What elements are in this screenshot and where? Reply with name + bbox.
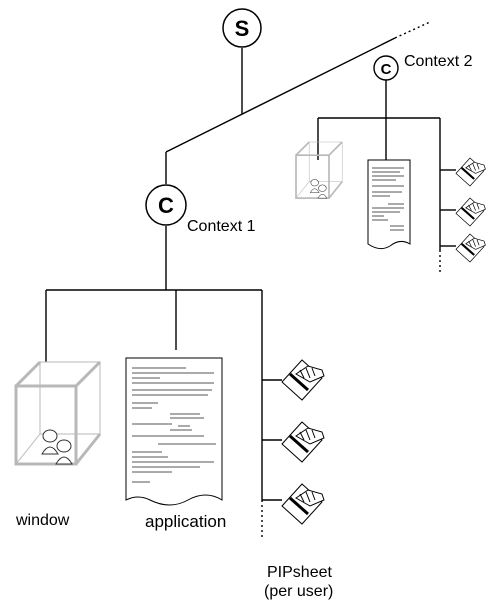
context2-node-letter: C xyxy=(381,61,392,78)
pipsheet-label-line2: (per user) xyxy=(264,583,333,600)
window-label: window xyxy=(15,512,70,529)
context1-document-text-lines xyxy=(132,367,216,483)
context2-pipsheet-icon-1 xyxy=(454,156,487,188)
tree-connectors xyxy=(45,21,456,540)
context1-node: C Context 1 xyxy=(145,184,256,235)
context2-pipsheet-icon-2 xyxy=(454,196,487,228)
context2-document-text-lines xyxy=(372,167,404,231)
server-node: S xyxy=(222,8,262,48)
context1-window-icon xyxy=(14,360,102,466)
application-label: application xyxy=(145,512,226,531)
context2-label: Context 2 xyxy=(404,53,473,70)
context1-label: Context 1 xyxy=(187,218,256,235)
pipsheet-label-line1: PIPsheet xyxy=(267,564,332,581)
context1-pipsheet-icon-2 xyxy=(280,420,326,464)
context2-window-icon xyxy=(295,141,344,199)
context2-pipsheet-icon-3 xyxy=(454,232,487,264)
context1-node-letter: C xyxy=(158,193,174,218)
context1-application-document xyxy=(125,357,223,506)
context2-node: C Context 2 xyxy=(373,53,473,81)
context1-pipsheet-icon-3 xyxy=(280,482,326,526)
context1-pipsheet-icon-1 xyxy=(280,358,326,402)
context2-application-document xyxy=(367,159,411,250)
server-node-letter: S xyxy=(235,16,250,41)
